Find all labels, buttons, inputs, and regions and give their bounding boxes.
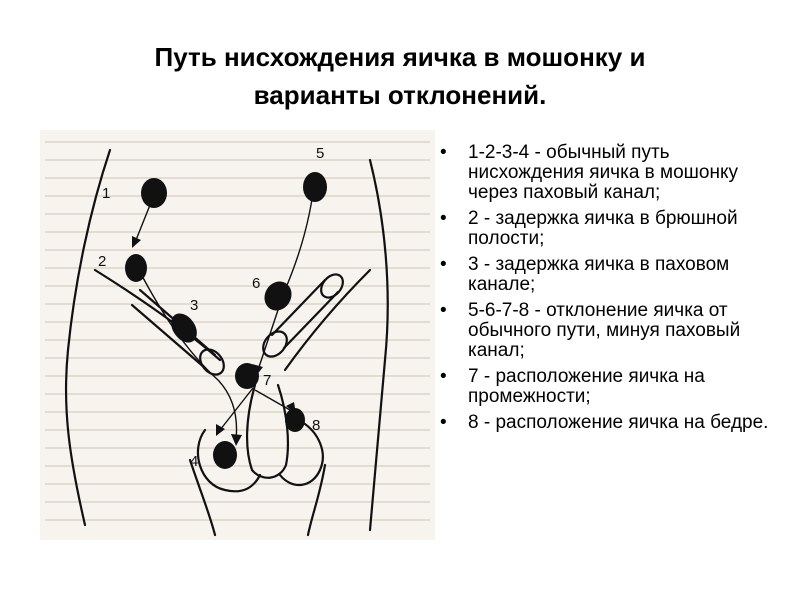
bullet-dot-icon: •: [440, 208, 447, 229]
label-2: 2: [98, 253, 106, 270]
left-body-contour: [64, 148, 112, 527]
scrotum-left-outline: [196, 428, 262, 493]
legend-item-text: 2 - задержка яичка в брюшной полости;: [468, 208, 738, 249]
label-8: 8: [312, 417, 320, 434]
path-6-7: [257, 309, 279, 371]
legend-item-text: 5-6-7-8 - отклонение яичка от обычного п…: [468, 300, 741, 361]
testicle-position-6: [264, 281, 292, 311]
testicle-positions: [125, 172, 327, 469]
bullet-dot-icon: •: [440, 254, 447, 275]
right-canal-opening: [262, 330, 288, 358]
label-1: 1: [102, 185, 110, 202]
label-5: 5: [316, 145, 324, 162]
legend-item-text: 8 - расположение яичка на бедре.: [468, 412, 769, 433]
testicle-position-4: [213, 441, 237, 469]
title-line-1: Путь нисхождения яичка в мошонку и: [154, 42, 646, 72]
legend-item: • 5-6-7-8 - отклонение яичка от обычного …: [440, 301, 785, 361]
legend-item: • 2 - задержка яичка в брюшной полости;: [440, 209, 785, 249]
testicle-position-3: [171, 313, 197, 343]
legend-item: • 7 - расположение яичка на промежности;: [440, 367, 785, 407]
right-body-contour: [368, 158, 389, 532]
scan-background: [40, 130, 435, 540]
legend-item-text: 3 - задержка яичка в паховом канале;: [468, 254, 730, 295]
path-7-8: [254, 389, 291, 411]
testicle-position-2: [125, 254, 147, 282]
path-2-3-4: [139, 271, 238, 441]
right-canal-end: [320, 273, 344, 299]
bullet-dot-icon: •: [440, 142, 447, 163]
legend-item-text: 7 - расположение яичка на промежности;: [468, 366, 705, 407]
testicle-descent-diagram: 1 2 3 4 5 6 7 8: [40, 130, 435, 540]
legend-item: • 8 - расположение яичка на бедре.: [440, 413, 785, 433]
legend-item: • 3 - задержка яичка в паховом канале;: [440, 255, 785, 295]
testicle-position-1: [141, 178, 167, 208]
right-inguinal-fold: [283, 268, 372, 372]
left-canal-opening: [199, 348, 225, 376]
testicle-position-8: [285, 408, 305, 432]
path-7-4: [219, 387, 254, 431]
bullet-dot-icon: •: [440, 366, 447, 387]
label-6: 6: [252, 275, 260, 292]
arrow-to-4: [231, 434, 242, 446]
arrow-7-to-4: [216, 424, 225, 436]
right-canal-upper: [270, 278, 327, 337]
legend-item: • 1-2-3-4 - обычный путь нисхождения яичк…: [440, 143, 785, 203]
right-inner-thigh: [306, 463, 327, 537]
bullet-dot-icon: •: [440, 412, 447, 433]
legend-list: • 1-2-3-4 - обычный путь нисхождения яичк…: [440, 143, 785, 439]
label-3: 3: [190, 297, 198, 314]
scrotum-right-outline: [278, 420, 324, 486]
testicle-position-5: [303, 172, 327, 202]
left-inner-thigh: [188, 458, 217, 537]
title-line-2: варианты отклонений.: [253, 80, 547, 110]
label-4: 4: [190, 453, 198, 470]
arrow-to-2: [132, 236, 141, 248]
bullet-dot-icon: •: [440, 300, 447, 321]
legend-item-text: 1-2-3-4 - обычный путь нисхождения яичка…: [468, 142, 738, 203]
right-canal-lower: [282, 290, 340, 350]
left-canal-lower: [130, 303, 207, 370]
testicle-position-7: [235, 363, 259, 389]
slide-title: Путь нисхождения яичка в мошонку и вариа…: [0, 38, 800, 114]
diagram-svg: 1 2 3 4 5 6 7 8: [40, 130, 435, 540]
label-7: 7: [263, 372, 271, 389]
path-1-2: [135, 204, 151, 241]
